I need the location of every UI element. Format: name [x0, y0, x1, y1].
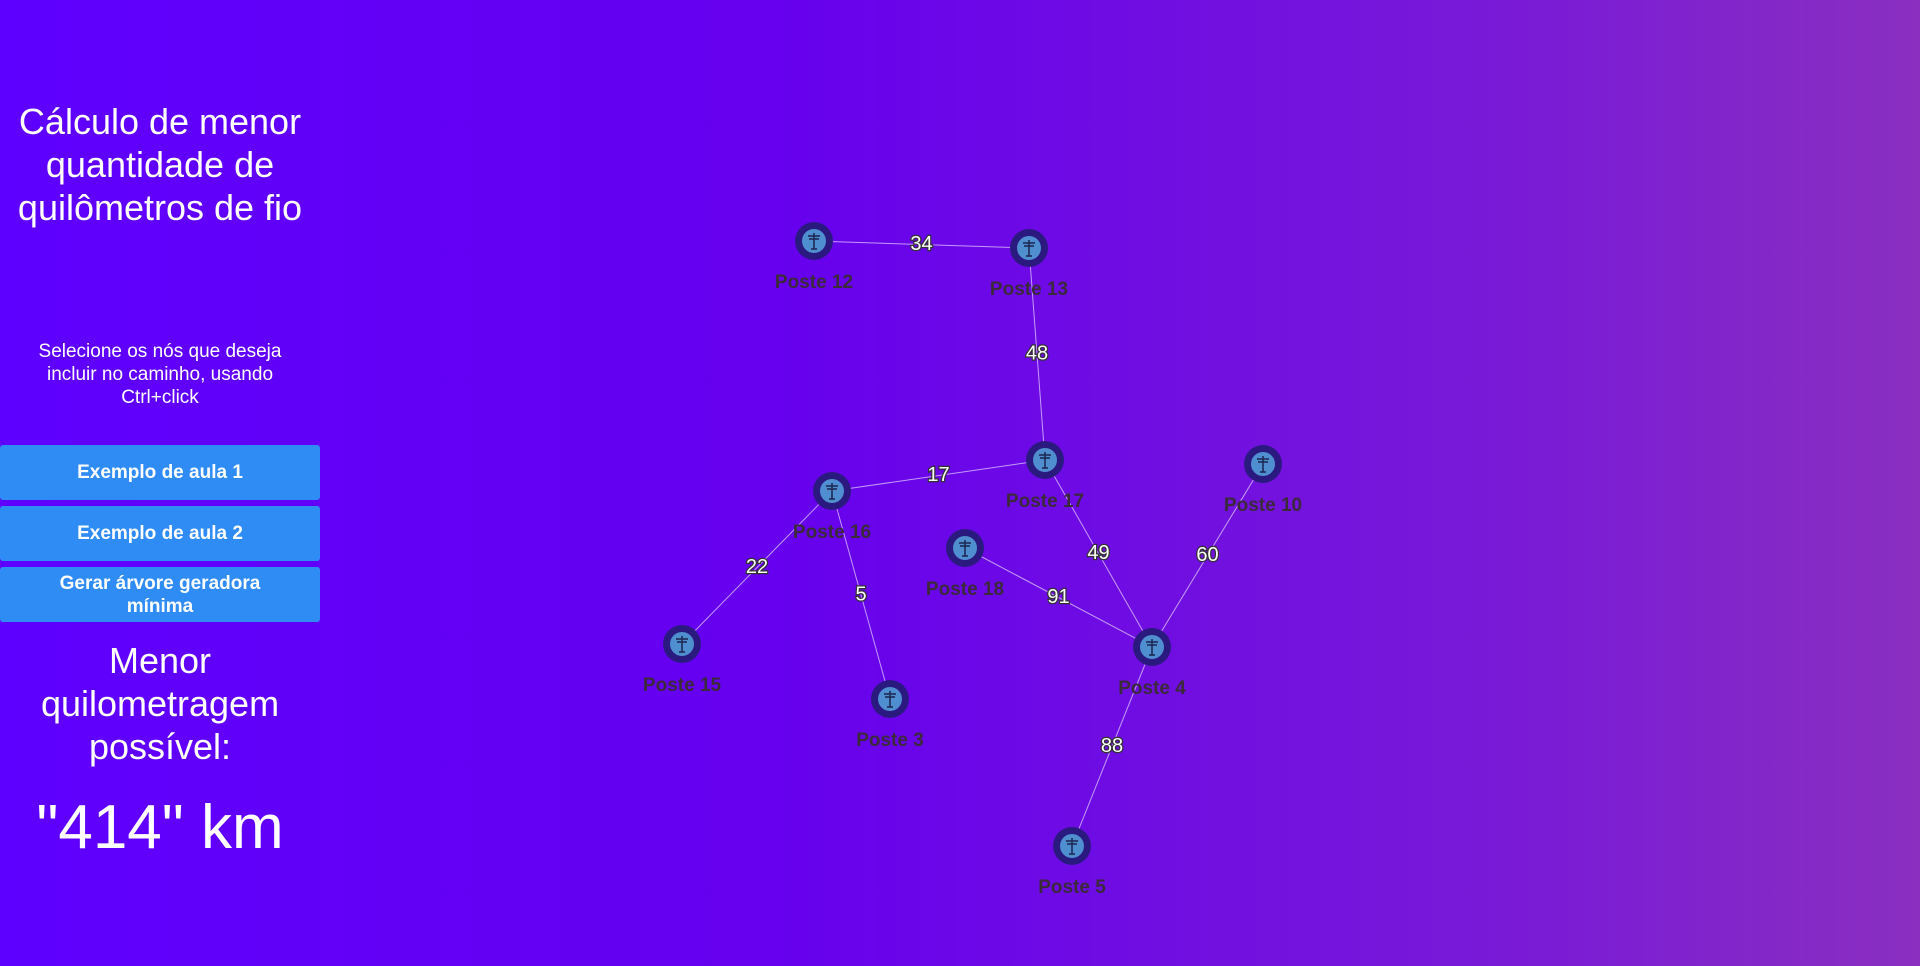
utility-pole-icon — [808, 233, 820, 250]
edge-weight-label: 34 — [910, 233, 932, 255]
node-p5[interactable]: Poste 5 — [1038, 827, 1106, 898]
edges-layer: 34 48 17 22 5 49 91 60 88 — [681, 232, 1264, 847]
edge-weight-label: 91 — [1047, 586, 1069, 608]
utility-pole-icon — [1023, 240, 1035, 257]
node-p17[interactable]: Poste 17 — [1006, 441, 1084, 512]
instructions-text: Selecione os nós que deseja incluir no c… — [38, 341, 282, 408]
example-1-button[interactable]: Exemplo de aula 1 — [0, 445, 320, 500]
edge-p16-p15[interactable] — [681, 490, 833, 645]
page-title: Cálculo de menor quantidade de quilômetr… — [17, 101, 303, 228]
edge-p13-p17[interactable] — [1028, 247, 1046, 461]
edge-p17-p4[interactable] — [1044, 459, 1153, 648]
edge-p18-p4[interactable] — [964, 547, 1153, 648]
node-label: Poste 15 — [643, 675, 722, 696]
utility-pole-icon — [1066, 838, 1078, 855]
node-p16[interactable]: Poste 16 — [793, 472, 871, 543]
edge-p16-p17[interactable] — [831, 459, 1046, 492]
edge-weight-label: 22 — [746, 556, 768, 578]
edge-weight-label: 48 — [1026, 342, 1048, 364]
node-label: Poste 17 — [1006, 491, 1084, 512]
utility-pole-icon — [1146, 639, 1158, 656]
node-label: Poste 5 — [1038, 877, 1106, 898]
node-label: Poste 16 — [793, 522, 871, 543]
node-p4[interactable]: Poste 4 — [1118, 628, 1186, 699]
utility-pole-icon — [1039, 452, 1051, 469]
result-label: Menor quilometragem possível: — [40, 640, 280, 767]
node-label: Poste 12 — [775, 272, 853, 293]
utility-pole-icon — [959, 540, 971, 557]
node-p18[interactable]: Poste 18 — [926, 529, 1004, 600]
node-p15[interactable]: Poste 15 — [643, 625, 722, 696]
edge-weight-label: 49 — [1087, 542, 1109, 564]
node-label: Poste 13 — [990, 279, 1068, 300]
edge-weight-label: 60 — [1196, 544, 1218, 566]
node-p10[interactable]: Poste 10 — [1224, 445, 1302, 516]
utility-pole-icon — [884, 691, 896, 708]
node-label: Poste 4 — [1118, 678, 1186, 699]
edge-weight-label: 5 — [855, 583, 866, 605]
edge-weight-label: 17 — [927, 464, 949, 486]
node-p12[interactable]: Poste 12 — [775, 222, 853, 293]
example-2-button[interactable]: Exemplo de aula 2 — [0, 506, 320, 561]
node-label: Poste 18 — [926, 579, 1004, 600]
edge-p16-p3[interactable] — [831, 490, 891, 700]
node-label: Poste 3 — [856, 730, 924, 751]
nodes-layer: Poste 12 Poste 13 Poste 17 Poste 16 Poste 10… — [643, 222, 1302, 898]
sidebar: Cálculo de menor quantidade de quilômetr… — [0, 0, 320, 966]
edge-p10-p4[interactable] — [1151, 463, 1264, 648]
utility-pole-icon — [1257, 456, 1269, 473]
edge-p12-p13[interactable] — [813, 240, 1030, 249]
node-label: Poste 10 — [1224, 495, 1302, 516]
node-p13[interactable]: Poste 13 — [990, 229, 1068, 300]
edge-p4-p5[interactable] — [1071, 646, 1153, 847]
utility-pole-icon — [826, 483, 838, 500]
edge-weight-label: 88 — [1101, 735, 1123, 757]
result-value: "414" km — [36, 793, 284, 862]
generate-mst-button[interactable]: Gerar árvore geradora mínima — [0, 567, 320, 622]
utility-pole-icon — [676, 636, 688, 653]
node-p3[interactable]: Poste 3 — [856, 680, 924, 751]
